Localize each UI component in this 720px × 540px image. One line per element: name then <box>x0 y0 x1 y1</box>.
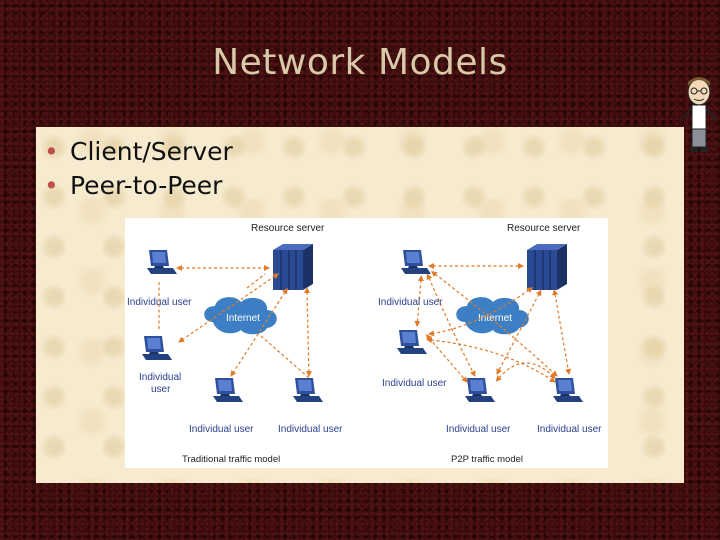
left-server-label: Resource server <box>251 223 325 234</box>
right-user-label: Individual user <box>382 378 447 389</box>
right-traffic-arrows <box>414 263 572 383</box>
right-server-label: Resource server <box>507 223 581 234</box>
left-server-icon <box>272 243 314 291</box>
network-diagram: Resource server Internet Individual user… <box>127 223 602 465</box>
slide-title: Network Models <box>212 42 508 83</box>
left-user-label: user <box>151 384 171 395</box>
right-model: Resource server Internet Individual use <box>378 223 602 465</box>
left-traffic-arrows <box>158 265 312 379</box>
bullet-icon: • <box>44 137 59 166</box>
left-user-label: Individual user <box>189 424 254 435</box>
right-server-icon <box>526 243 568 291</box>
left-cloud-label: Internet <box>226 313 260 324</box>
left-user-pc-icon <box>142 336 172 360</box>
right-caption: P2P traffic model <box>451 454 523 465</box>
right-user-label: Individual user <box>537 424 602 435</box>
left-model: Resource server Internet Individual user… <box>127 223 343 465</box>
network-models-figure: Resource server Internet Individual user… <box>125 218 608 468</box>
left-user-label: Individual user <box>278 424 343 435</box>
right-user-label: Individual user <box>446 424 511 435</box>
bullet-label: Peer-to-Peer <box>70 171 223 200</box>
right-cloud-label: Internet <box>478 313 512 324</box>
bullet-peer-to-peer: • Peer-to-Peer <box>44 169 233 203</box>
right-user-label: Individual user <box>378 297 443 308</box>
cartoon-mascot-icon <box>681 77 717 152</box>
bullet-icon: • <box>44 171 59 200</box>
right-user-pc-icon <box>397 330 427 354</box>
left-user-pc-icon <box>213 378 243 402</box>
bullet-client-server: • Client/Server <box>44 135 233 169</box>
left-caption: Traditional traffic model <box>182 454 280 465</box>
left-user-label: Individual <box>139 372 181 383</box>
left-user-label: Individual user <box>127 297 192 308</box>
bullet-label: Client/Server <box>70 137 233 166</box>
left-user-pc-icon <box>293 378 323 402</box>
right-user-pc-icon <box>401 250 431 274</box>
right-user-pc-icon <box>553 378 583 402</box>
bullet-list: • Client/Server • Peer-to-Peer <box>44 135 233 203</box>
right-user-pc-icon <box>465 378 495 402</box>
left-user-pc-icon <box>147 250 177 274</box>
